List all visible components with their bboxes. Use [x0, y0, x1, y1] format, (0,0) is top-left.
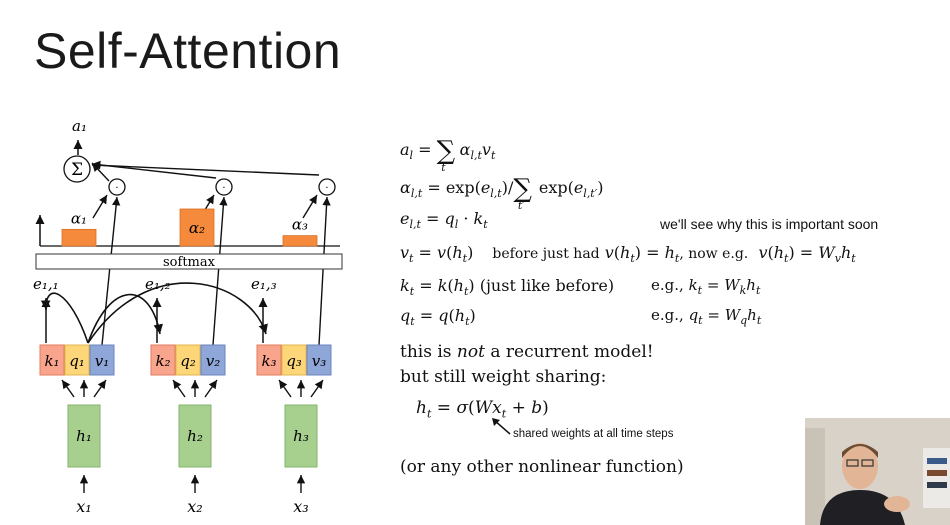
important-annotation: we'll see why this is important soon — [660, 216, 878, 232]
dot-symbol-2: · — [222, 183, 225, 194]
q1-to-k1-curve — [46, 293, 88, 343]
presenter-video-icon — [805, 418, 950, 525]
query-label-3: q₃ — [286, 352, 302, 370]
key-label-2: k₂ — [155, 352, 170, 370]
weight-label-2: α₂ — [189, 219, 205, 237]
k-note: (just like before) — [480, 276, 614, 295]
q1-to-k2-curve — [88, 295, 160, 343]
hidden-to-kqv-arrow-2-1 — [173, 380, 185, 397]
weight-bar-1 — [62, 229, 96, 246]
value-to-dot-arrow-3 — [319, 197, 327, 345]
eq-k-eg: e.g., kt = Wkht — [651, 276, 760, 297]
key-label-1: k₁ — [44, 352, 59, 370]
eq-v: vt = v(ht) before just had v(ht) = ht, n… — [400, 243, 856, 265]
weight-sharing-text: but still weight sharing: — [400, 367, 606, 387]
hidden-to-kqv-arrow-1-3 — [94, 380, 106, 397]
value-label-3: v₃ — [312, 352, 327, 370]
input-label-1: x₁ — [76, 497, 91, 516]
eq-q-eg: e.g., qt = Wqht — [651, 306, 761, 327]
hidden-to-kqv-arrow-3-3 — [311, 380, 323, 397]
eq-k: kt = k(ht) (just like before) — [400, 276, 614, 298]
any-other-text: (or any other nonlinear function) — [400, 457, 684, 477]
value-to-dot-arrow-2 — [213, 197, 224, 345]
hidden-label-1: h₁ — [76, 427, 92, 445]
dot-to-sum-arrow-3 — [92, 165, 319, 175]
softmax-label: softmax — [163, 255, 216, 270]
hidden-label-3: h₃ — [293, 427, 309, 445]
weight-to-dot-arrow-3 — [303, 195, 317, 218]
weight-bar-3 — [283, 236, 317, 246]
hidden-to-kqv-arrow-3-1 — [279, 380, 291, 397]
v-note-before: before just had — [492, 246, 599, 262]
hidden-to-kqv-arrow-1-1 — [62, 380, 74, 397]
hidden-to-kqv-arrow-2-3 — [205, 380, 217, 397]
value-label-2: v₂ — [206, 352, 221, 370]
value-label-1: v₁ — [95, 352, 110, 370]
eq-q: qt = q(ht) — [400, 306, 476, 328]
not-recurrent-text: this is not a recurrent model! — [400, 342, 654, 362]
weight-label-3: α₃ — [292, 216, 308, 234]
sum-symbol: Σ — [71, 160, 83, 180]
presenter-illustration — [805, 418, 950, 525]
score-label-1: e₁,₁ — [33, 275, 59, 293]
key-label-3: k₃ — [261, 352, 276, 370]
shared-weights-annotation: shared weights at all time steps — [513, 428, 673, 440]
input-label-3: x₃ — [293, 497, 308, 516]
dot-symbol-3: · — [325, 183, 328, 194]
weight-to-dot-arrow-1 — [93, 195, 107, 218]
eq-e: el,t = ql · kt — [400, 209, 488, 231]
shared-weights-arrow-icon — [490, 416, 512, 438]
dot-symbol-1: · — [115, 183, 118, 194]
eq-h: ht = σ(Wxt + b) — [416, 398, 549, 420]
hidden-label-2: h₂ — [187, 427, 203, 445]
eq-alpha: αl,t = exp(el,t)/∑t′exp(el,t′) — [400, 174, 603, 204]
weight-label-1: α₁ — [71, 209, 87, 227]
input-label-2: x₂ — [187, 497, 202, 516]
output-a1-label: a₁ — [72, 117, 87, 135]
q1-to-k3-curve — [88, 283, 266, 343]
query-label-2: q₂ — [180, 352, 196, 370]
query-label-1: q₁ — [69, 352, 85, 370]
eq-a-l: al = ∑tαl,tvt — [400, 136, 495, 166]
score-label-3: e₁,₃ — [251, 275, 277, 293]
